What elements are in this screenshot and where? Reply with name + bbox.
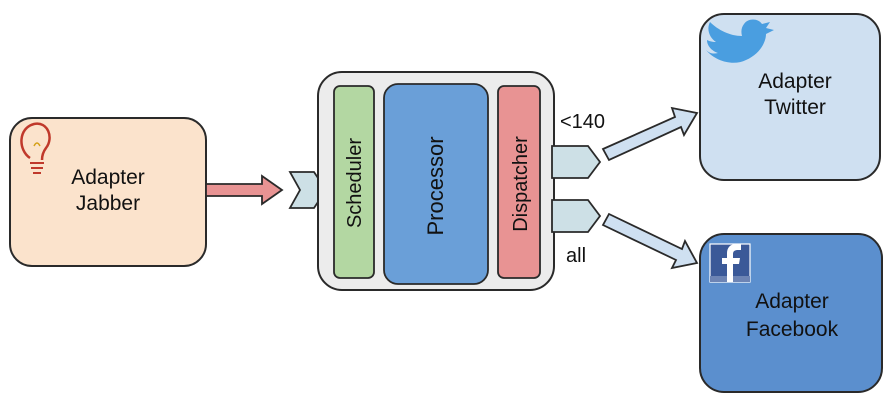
facebook-f-icon xyxy=(709,243,751,283)
message-router: Scheduler Processor Dispatcher xyxy=(317,71,555,291)
twitter-bird-icon xyxy=(706,19,774,63)
twitter-label-line1: Adapter xyxy=(758,70,832,93)
dispatcher-label: Dispatcher xyxy=(510,136,532,232)
twitter-label-line2: Twitter xyxy=(764,96,826,119)
adapter-facebook-node: Adapter Facebook xyxy=(699,233,883,393)
jabber-label-line2: Jabber xyxy=(76,192,140,215)
facebook-label-line1: Adapter xyxy=(755,290,829,313)
processor-block xyxy=(383,83,489,285)
jabber-label-line1: Adapter xyxy=(71,166,145,189)
output-port-bottom xyxy=(551,199,602,233)
processor-label: Processor xyxy=(423,136,448,235)
facebook-label-line2: Facebook xyxy=(746,318,839,341)
output-bottom-label: all xyxy=(566,245,586,267)
router-to-twitter-arrow xyxy=(601,106,699,162)
scheduler-label: Scheduler xyxy=(344,138,366,228)
dispatcher-block xyxy=(497,85,541,279)
scheduler-block xyxy=(333,85,375,279)
router-to-facebook-arrow xyxy=(601,212,699,270)
lightbulb-icon xyxy=(20,122,51,174)
output-top-label: <140 xyxy=(560,111,605,133)
output-port-top xyxy=(551,145,602,179)
jabber-to-router-arrow xyxy=(205,174,284,206)
adapter-twitter-node: Adapter Twitter xyxy=(699,13,881,181)
adapter-jabber-node: Adapter Jabber xyxy=(9,117,207,267)
